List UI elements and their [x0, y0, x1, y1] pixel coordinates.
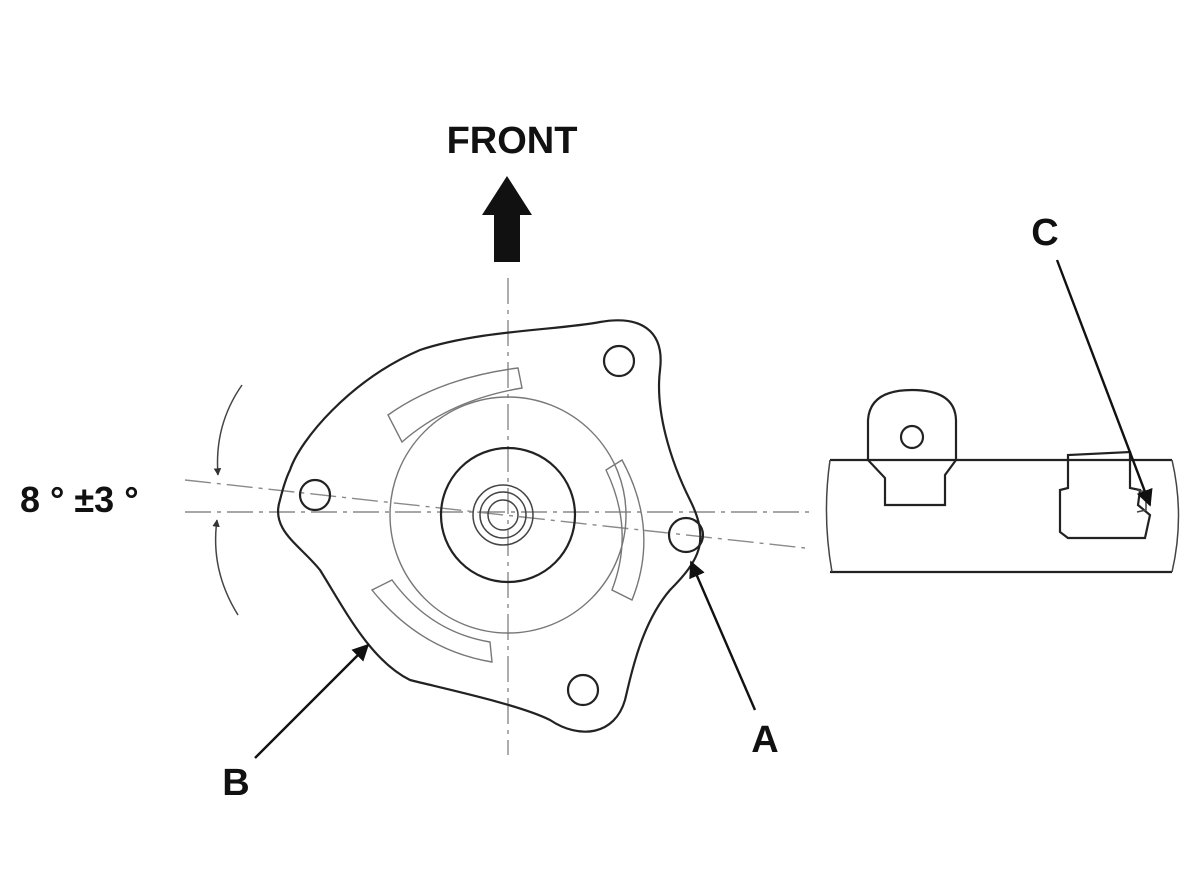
strut-tube-left-end	[825, 459, 833, 573]
inner-slot-bottom	[370, 579, 493, 663]
middle-boss-circle	[439, 446, 577, 584]
bolt-hole-bottom	[566, 673, 600, 707]
hub-circle-inner	[487, 499, 519, 531]
strut-tube-right-end	[1171, 459, 1180, 573]
strut-knuckle-tab	[1058, 450, 1152, 540]
front-label: FRONT	[447, 120, 578, 162]
leader-c	[1055, 259, 1153, 507]
angle-arc-upper	[213, 384, 243, 476]
callout-b: B	[222, 762, 249, 804]
leader-b	[254, 643, 370, 759]
tilted-reference-line	[184, 479, 806, 549]
front-arrow	[482, 176, 532, 262]
hub-circle-mid	[479, 491, 527, 539]
angle-arc-lower	[212, 519, 239, 616]
callout-c: C	[1031, 212, 1058, 254]
strut-bracket-hole	[899, 424, 925, 450]
callout-a: A	[751, 719, 778, 761]
reference-hole-a	[667, 516, 705, 554]
hub-circle-outer	[472, 484, 534, 546]
angle-label: 8 ° ±3 °	[20, 479, 139, 520]
inner-slot-top	[387, 367, 523, 444]
bolt-hole-top	[602, 344, 636, 378]
outer-boss-circle	[389, 396, 627, 634]
leader-a	[689, 560, 757, 711]
mounting-flange-outline	[277, 319, 702, 733]
bolt-hole-left	[298, 478, 332, 512]
strut-bracket-tab	[866, 388, 958, 507]
inner-slot-right	[605, 459, 645, 601]
